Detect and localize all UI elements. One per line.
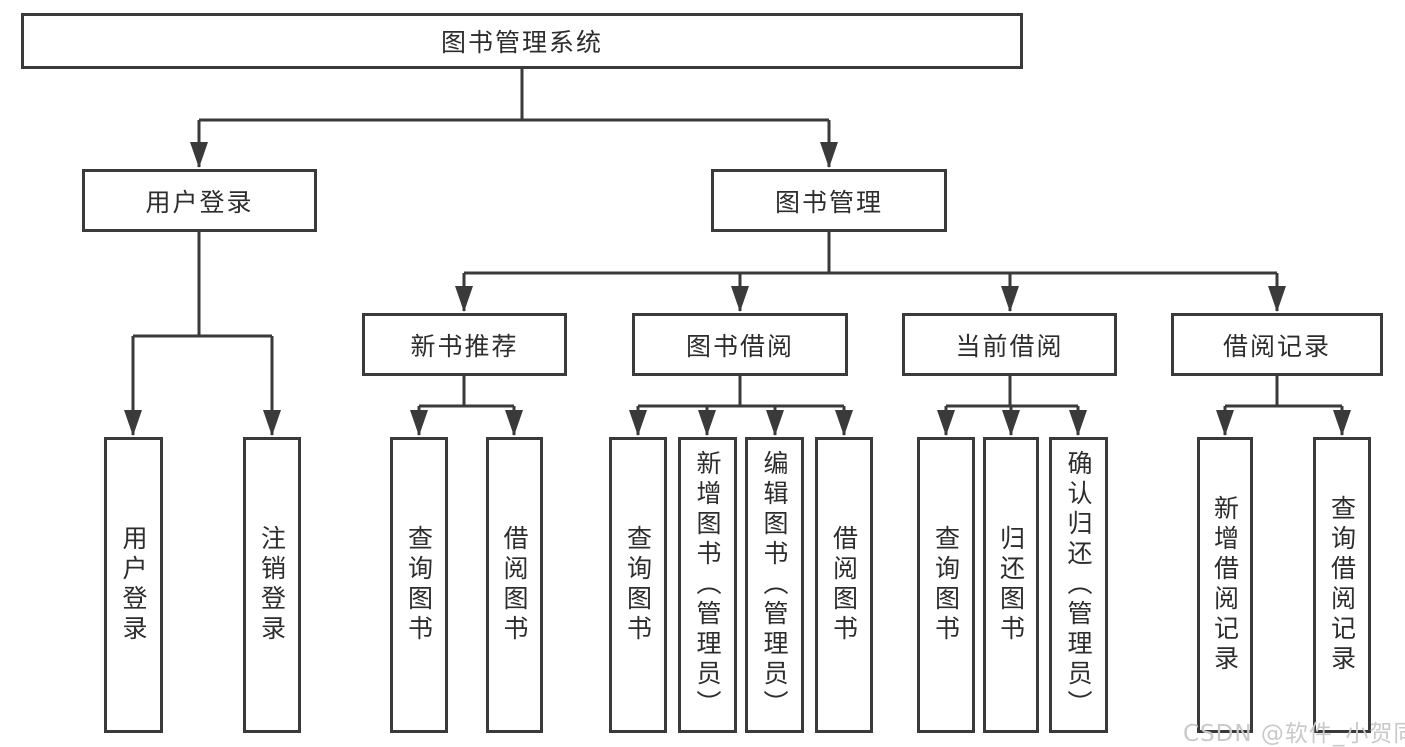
node-label: 图书管理 xyxy=(774,187,883,217)
node-leaf-query-borrow-record: 查询借阅记录 xyxy=(1313,437,1371,733)
node-user-login: 用户登录 xyxy=(82,169,317,232)
node-leaf-add-borrow-record: 新增借阅记录 xyxy=(1197,437,1253,733)
node-leaf-query-books-1: 查询图书 xyxy=(390,437,448,733)
node-book-management: 图书管理 xyxy=(711,169,947,232)
connector-book-borrow-to-leaves xyxy=(629,376,853,436)
node-leaf-query-books-2: 查询图书 xyxy=(609,437,667,733)
node-label: 确认归还（管理员） xyxy=(1064,450,1093,720)
node-root-library-management-system: 图书管理系统 xyxy=(21,13,1023,69)
connector-user-login-to-leaves xyxy=(124,232,281,436)
node-label: 归还图书 xyxy=(996,525,1026,645)
node-label: 查询图书 xyxy=(623,525,653,645)
node-current-borrow: 当前借阅 xyxy=(902,313,1117,376)
node-label: 查询图书 xyxy=(404,525,434,645)
node-borrow-records: 借阅记录 xyxy=(1171,313,1383,376)
node-leaf-user-login: 用户登录 xyxy=(104,437,163,733)
node-label: 当前借阅 xyxy=(955,331,1064,361)
connector-root-to-level2 xyxy=(190,69,838,168)
node-label: 查询图书 xyxy=(931,525,961,645)
node-leaf-add-books-admin: 新增图书（管理员） xyxy=(678,437,737,733)
node-leaf-confirm-return-admin: 确认归还（管理员） xyxy=(1049,437,1108,733)
node-label: 图书借阅 xyxy=(685,331,794,361)
node-label: 编辑图书（管理员） xyxy=(760,450,789,720)
node-new-book-recommend: 新书推荐 xyxy=(362,313,567,376)
node-label: 新增借阅记录 xyxy=(1210,495,1240,675)
node-label: 借阅记录 xyxy=(1222,331,1331,361)
node-leaf-query-books-3: 查询图书 xyxy=(917,437,975,733)
node-label: 新书推荐 xyxy=(410,331,519,361)
node-label: 用户登录 xyxy=(145,187,254,217)
node-label: 注销登录 xyxy=(257,525,287,645)
connector-borrow-records-to-leaves xyxy=(1216,376,1351,436)
node-label: 借阅图书 xyxy=(829,525,859,645)
node-book-borrow: 图书借阅 xyxy=(632,313,848,376)
node-label: 图书管理系统 xyxy=(440,28,603,57)
node-label: 查询借阅记录 xyxy=(1327,495,1357,675)
node-leaf-borrow-books-2: 借阅图书 xyxy=(815,437,873,733)
node-label: 借阅图书 xyxy=(500,525,529,645)
node-label: 新增图书（管理员） xyxy=(693,450,722,720)
csdn-watermark: CSDN @软件_小贺同学 xyxy=(1183,721,1405,747)
connector-current-borrow-to-leaves xyxy=(937,376,1087,436)
connector-book-mgmt-to-level3 xyxy=(455,232,1286,312)
node-label: 用户登录 xyxy=(119,525,148,645)
node-leaf-borrow-books-1: 借阅图书 xyxy=(486,437,543,733)
node-leaf-return-books: 归还图书 xyxy=(983,437,1039,733)
node-leaf-edit-books-admin: 编辑图书（管理员） xyxy=(745,437,804,733)
connector-new-books-to-leaves xyxy=(410,376,523,436)
node-leaf-logout: 注销登录 xyxy=(243,437,301,733)
